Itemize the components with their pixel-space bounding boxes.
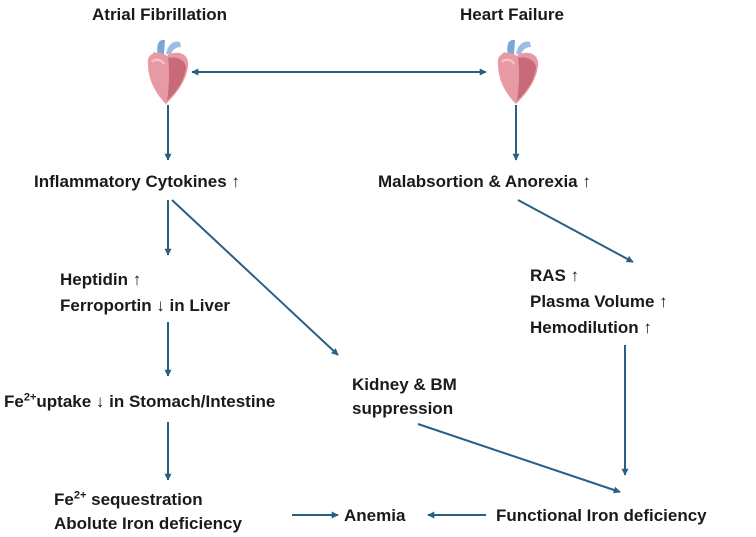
node-fe-uptake: Fe2+uptake ↓ in Stomach/Intestine <box>4 390 275 413</box>
arrow-kidney-functional <box>417 423 621 494</box>
node-anemia: Anemia <box>344 506 406 525</box>
node-functional-iron-deficiency: Functional Iron deficiency <box>496 506 707 525</box>
node-inflammatory-cytokines: Inflammatory Cytokines ↑ <box>34 172 240 191</box>
fe-uptake-superscript: 2+ <box>23 391 37 404</box>
arrow-malabsorption-ras <box>517 199 634 263</box>
fe-seq-superscript: 2+ <box>73 489 87 502</box>
node-ras: RAS ↑ <box>530 266 580 285</box>
fe-seq-prefix: Fe <box>54 490 74 509</box>
node-malabsorption-anorexia: Malabsortion & Anorexia ↑ <box>378 172 591 191</box>
node-heart-failure: Heart Failure <box>460 5 564 24</box>
node-atrial-fibrillation: Atrial Fibrillation <box>92 5 228 24</box>
fe-seq-text: sequestration <box>86 490 203 509</box>
node-fe-sequestration: Fe2+ sequestration <box>54 488 203 511</box>
node-suppression: suppression <box>352 399 454 418</box>
node-absolute-iron-deficiency: Abolute Iron deficiency <box>54 514 242 533</box>
node-hemodilution: Hemodilution ↑ <box>530 318 652 337</box>
arrow-cytokines-kidney <box>171 199 339 356</box>
fe-uptake-text: uptake ↓ in Stomach/Intestine <box>36 392 276 411</box>
node-plasma-volume: Plasma Volume ↑ <box>530 292 668 311</box>
heart-icon <box>147 40 189 104</box>
heart-icon <box>497 40 539 104</box>
fe-uptake-prefix: Fe <box>4 392 24 411</box>
node-kidney-bm: Kidney & BM <box>352 375 457 394</box>
node-heptidin: Heptidin ↑ <box>60 270 142 289</box>
node-ferroportin: Ferroportin ↓ in Liver <box>60 296 231 315</box>
